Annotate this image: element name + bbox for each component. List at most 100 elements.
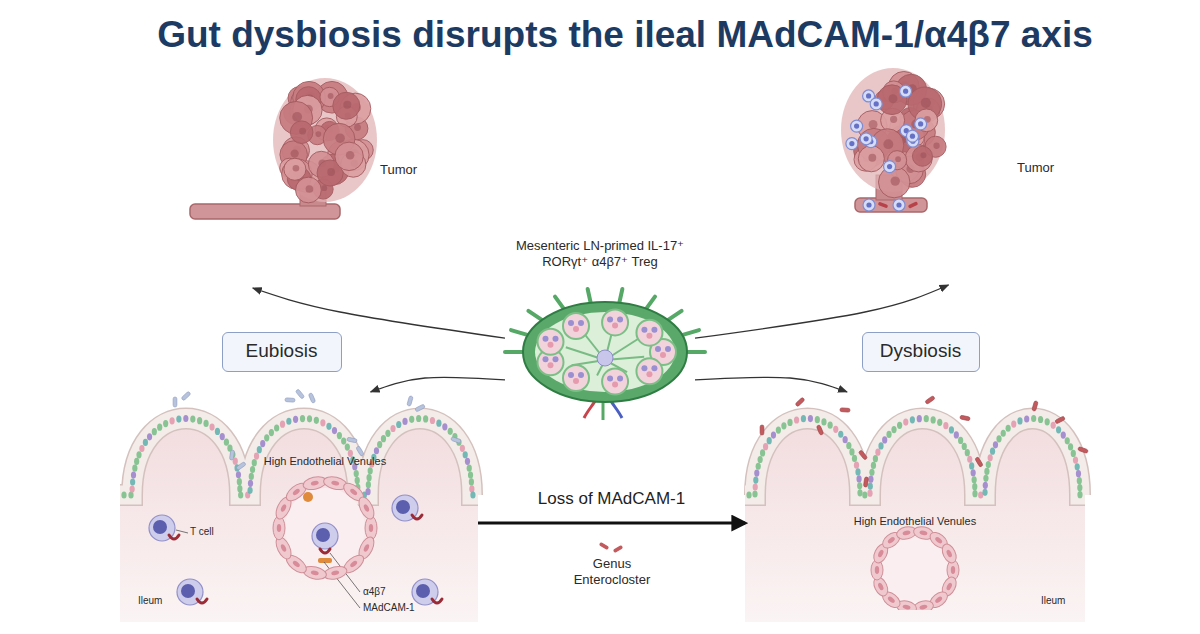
epithelial-nucleus [949,426,954,433]
cell-nucleus [874,101,879,106]
epithelial-nucleus [366,481,371,488]
cell-nucleus [903,89,908,94]
epithelial-nucleus [988,454,993,461]
bacterium [858,450,867,460]
epithelial-nucleus [763,443,768,450]
epithelial-nucleus [236,471,241,478]
lymphocyte [660,352,666,358]
integrin-mark [169,535,179,539]
bacterium [925,396,935,405]
cell-nucleus [346,151,355,160]
cell-nucleus [920,152,926,158]
venule-outline [250,455,400,580]
tumor-cell [915,109,938,132]
epithelial-nucleus [293,416,298,423]
epithelial-nucleus [374,447,379,454]
epithelial-nucleus [958,437,963,444]
epithelial-nucleus [869,469,874,476]
epithelial-nucleus [971,469,976,476]
epithelial-nucleus [224,439,229,446]
epithelial-nucleus [247,487,252,494]
epithelial-nucleus [962,443,967,450]
cell-nucleus [877,582,884,591]
epithelial-nucleus [203,420,208,427]
cell-nucleus [328,93,334,99]
node-label: Dysbiosis [863,340,978,363]
epithelial-nucleus [854,462,859,469]
receptor-mark [878,202,889,209]
node-label: Tumor [380,162,440,178]
cell-nucleus [868,154,876,162]
epithelial-nucleus [307,415,312,422]
lymphocyte [547,342,553,348]
epithelial-nucleus [250,466,255,473]
node-label: Ileum [138,595,178,607]
cell-nucleus [363,543,370,552]
cell-nucleus [933,143,939,149]
node-label: High Endothelial Venules [250,455,400,468]
node-label: High Endothelial Venules [840,515,990,528]
cell-nucleus [349,560,358,568]
lymphoid-follicle [563,365,589,391]
lymphoid-follicle [602,369,628,395]
epithelial-nucleus [843,436,848,443]
callout-label: T cell [190,526,230,538]
cell-nucleus [277,524,281,532]
epithelial-nucleus [931,416,936,423]
cell-nucleus [369,524,373,532]
epithelial-nucleus [990,448,995,455]
integrin-mark [320,549,330,553]
epithelial-nucleus [1077,484,1082,491]
node-label: Tumor [1017,160,1077,176]
epithelial-nucleus [345,443,350,450]
epithelial-nucleus [238,491,243,498]
epithelial-nucleus [402,418,407,425]
lamina-propria [120,419,478,623]
epithelial-nucleus [183,415,188,422]
bacterium [229,450,234,460]
epithelial-nucleus [1006,425,1011,432]
epithelial-nucleus [1031,415,1036,422]
tumor-illustration [190,78,377,219]
cell-nucleus [877,549,884,558]
epithelial-nucleus [849,448,854,455]
epithelial-nucleus [409,416,414,423]
cell-nucleus [902,604,911,610]
epithelial-nucleus [776,427,781,434]
ileum-illustration [120,389,478,622]
epithelial-nucleus [897,422,902,429]
cell-nucleus [331,570,340,576]
lymphocyte [597,350,613,366]
condition-box: Dysbiosis [862,332,980,372]
epithelial-nucleus [264,434,269,441]
epithelial-nucleus [300,415,305,422]
epithelial-nucleus [917,415,922,422]
lamina-propria [745,419,1085,623]
tumor-mass [273,78,377,202]
epithelial-nucleus [794,416,799,423]
epithelial-nucleus [1011,420,1016,427]
bacterium [356,446,364,457]
epithelial-nucleus [1077,477,1082,484]
bacterium [795,397,805,407]
epithelial-nucleus [996,435,1001,442]
epithelial-nucleus [833,426,838,433]
immune-cell [915,118,927,130]
endothelial-cell-body [356,495,377,522]
epithelial-nucleus [838,431,843,438]
transition-arrow [478,522,745,525]
epithelial-nucleus [1076,470,1081,477]
cell-nucleus [321,185,327,191]
epithelial-nucleus [878,442,883,449]
immune-cell [851,120,863,132]
cell-nucleus [315,131,321,137]
epithelial-nucleus [314,417,319,424]
epithelial-nucleus [871,462,876,469]
bacterium [1055,416,1066,424]
tumor-cell [335,142,363,170]
epithelial-nucleus [753,476,758,483]
bacterium [181,391,191,401]
lymphoid-follicle [563,313,589,339]
